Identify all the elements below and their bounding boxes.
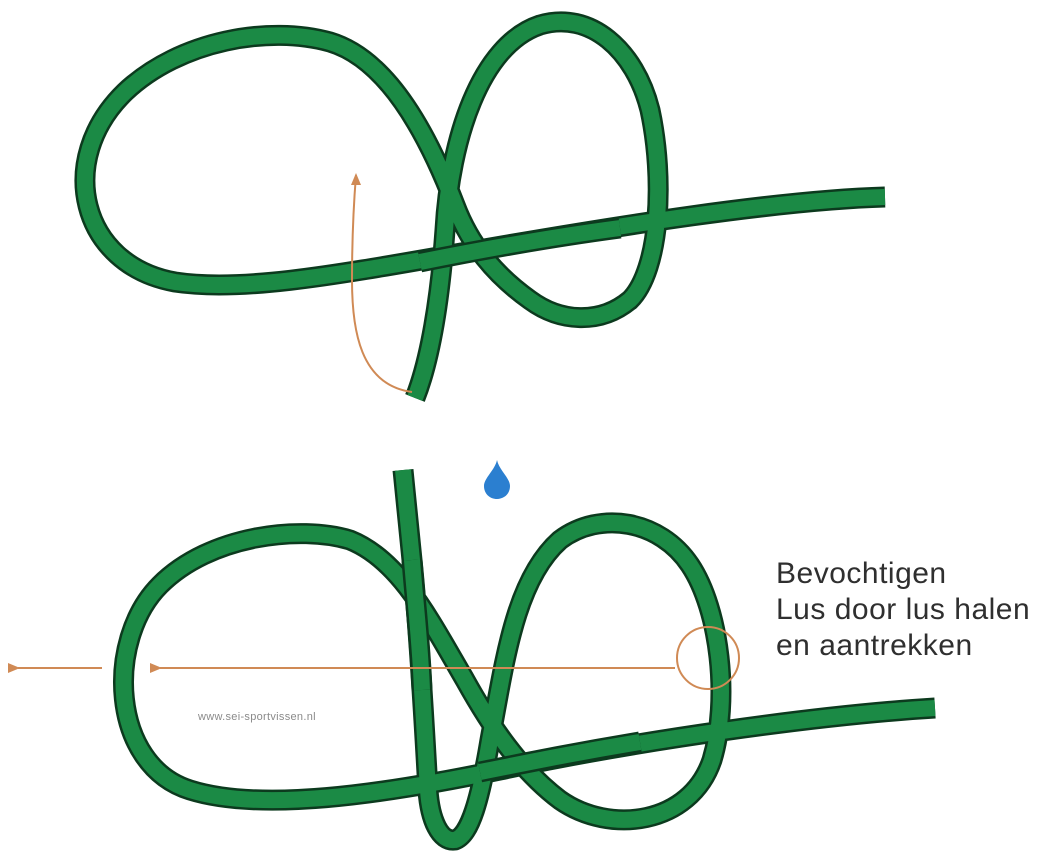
up-arrow bbox=[352, 175, 412, 392]
instruction-line-2: Lus door lus halen bbox=[776, 595, 1030, 625]
instruction-line-3: en aantrekken bbox=[776, 631, 973, 661]
watermark-url: www.sei-sportvissen.nl bbox=[198, 711, 316, 723]
top-knot bbox=[85, 22, 885, 398]
instruction-line-1: Bevochtigen bbox=[776, 559, 947, 589]
water-drop-icon bbox=[484, 460, 510, 499]
